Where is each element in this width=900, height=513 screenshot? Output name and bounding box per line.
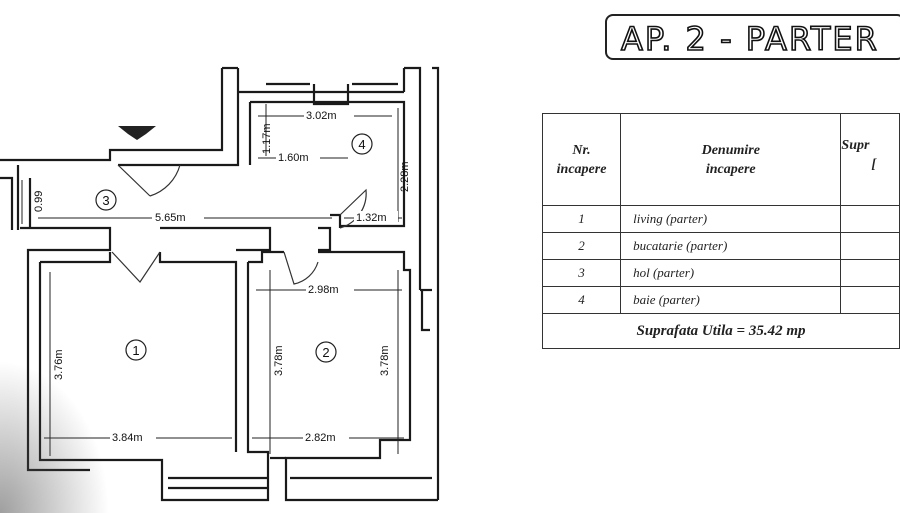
- room-marker-4: [351, 133, 373, 155]
- header-name-line2: incapere: [705, 161, 756, 177]
- dim-hall-height: 0.99: [33, 191, 45, 212]
- wall-corridor: [20, 226, 112, 262]
- row-name: bucatarie (parter): [620, 232, 842, 260]
- wall-kitchen: [284, 250, 438, 502]
- wall-kitchen: [248, 250, 284, 264]
- table-row: 2 bucatarie (parter): [541, 232, 900, 260]
- wall-outer: [0, 68, 224, 162]
- door-entrance: [117, 164, 181, 197]
- scan-shadow: [0, 360, 110, 513]
- table-row: 4 baie (parter): [541, 286, 900, 314]
- wall-window: [420, 290, 430, 332]
- arrow-down-icon: [118, 126, 156, 140]
- room-number-3: 3: [102, 193, 109, 208]
- header-area-line1: Supr: [841, 138, 870, 153]
- wall-outer: [404, 66, 422, 290]
- dim-bath-inner-width: 1.60m: [278, 152, 309, 164]
- room-marker-1: [125, 339, 147, 361]
- header-name: Denumire incapere: [620, 113, 842, 206]
- dim-living-width: 3.84m: [112, 432, 143, 444]
- wall-kitchen: [246, 262, 270, 460]
- row-area: [840, 286, 900, 314]
- header-nr-line1: Nr.: [572, 142, 591, 158]
- row-name: baie (parter): [620, 286, 842, 314]
- dim-hall-short: 1.32m: [356, 212, 387, 224]
- row-nr: 2: [541, 232, 622, 260]
- row-nr: 3: [541, 259, 622, 287]
- wall-bath: [312, 84, 350, 106]
- dim-bath-depth: 1.17m: [261, 123, 273, 154]
- header-nr-line2: incapere: [556, 161, 607, 177]
- room-number-2: 2: [322, 345, 329, 360]
- header-nr: Nr. incapere: [541, 113, 622, 206]
- dim-kitchen-width-top: 2.98m: [308, 284, 339, 296]
- wall-living: [40, 252, 112, 264]
- wall-corridor: [330, 213, 342, 228]
- row-name: living (parter): [620, 205, 842, 233]
- total-usable-area: Suprafata Utila = 35.42 mp: [542, 313, 900, 349]
- room-number-4: 4: [358, 137, 365, 152]
- wall-outer: [432, 66, 440, 500]
- row-area: [840, 205, 900, 233]
- wall-corridor: [0, 176, 14, 230]
- wall-bath: [250, 100, 406, 228]
- header-area: Supr [: [840, 113, 900, 206]
- row-nr: 1: [541, 205, 622, 233]
- row-area: [840, 232, 900, 260]
- row-nr: 4: [541, 286, 622, 314]
- header-name-line1: Denumire: [701, 142, 760, 158]
- table-header-row: Nr. incapere Denumire incapere Supr [: [541, 113, 900, 206]
- table-row: 3 hol (parter): [541, 259, 900, 287]
- dim-bath-width: 3.02m: [306, 110, 337, 122]
- room-marker-3: [95, 189, 117, 211]
- room-marker-2: [315, 341, 337, 363]
- row-name: hol (parter): [620, 259, 842, 287]
- dim-kitchen-width-bottom: 2.82m: [305, 432, 336, 444]
- wall-corridor: [160, 226, 272, 252]
- room-number-1: 1: [132, 343, 139, 358]
- table-total-row: Suprafata Utila = 35.42 mp: [542, 313, 900, 349]
- row-area: [840, 259, 900, 287]
- dim-kitchen-height-left: 3.78m: [273, 345, 285, 376]
- apartment-title-box: AP. 2 - PARTER: [605, 14, 900, 60]
- wall-corridor: [318, 226, 332, 252]
- dim-kitchen-height-right: 3.78m: [379, 345, 391, 376]
- wall-living: [158, 252, 238, 452]
- door-living: [111, 251, 161, 283]
- room-area-table: Nr. incapere Denumire incapere Supr [ 1 …: [541, 113, 900, 349]
- apartment-title: AP. 2 - PARTER: [620, 19, 879, 59]
- dim-hall-length: 5.65m: [155, 212, 186, 224]
- table-row: 1 living (parter): [541, 205, 900, 233]
- dim-bath-height: 2.28m: [399, 161, 411, 192]
- header-area-line2: [: [871, 157, 877, 172]
- wall-outer: [118, 68, 240, 167]
- floor-plan: 3.02m 1.60m 1.17m 2.28m 0.99 5.65m 1.32m…: [0, 66, 440, 502]
- door-kitchen: [283, 251, 319, 285]
